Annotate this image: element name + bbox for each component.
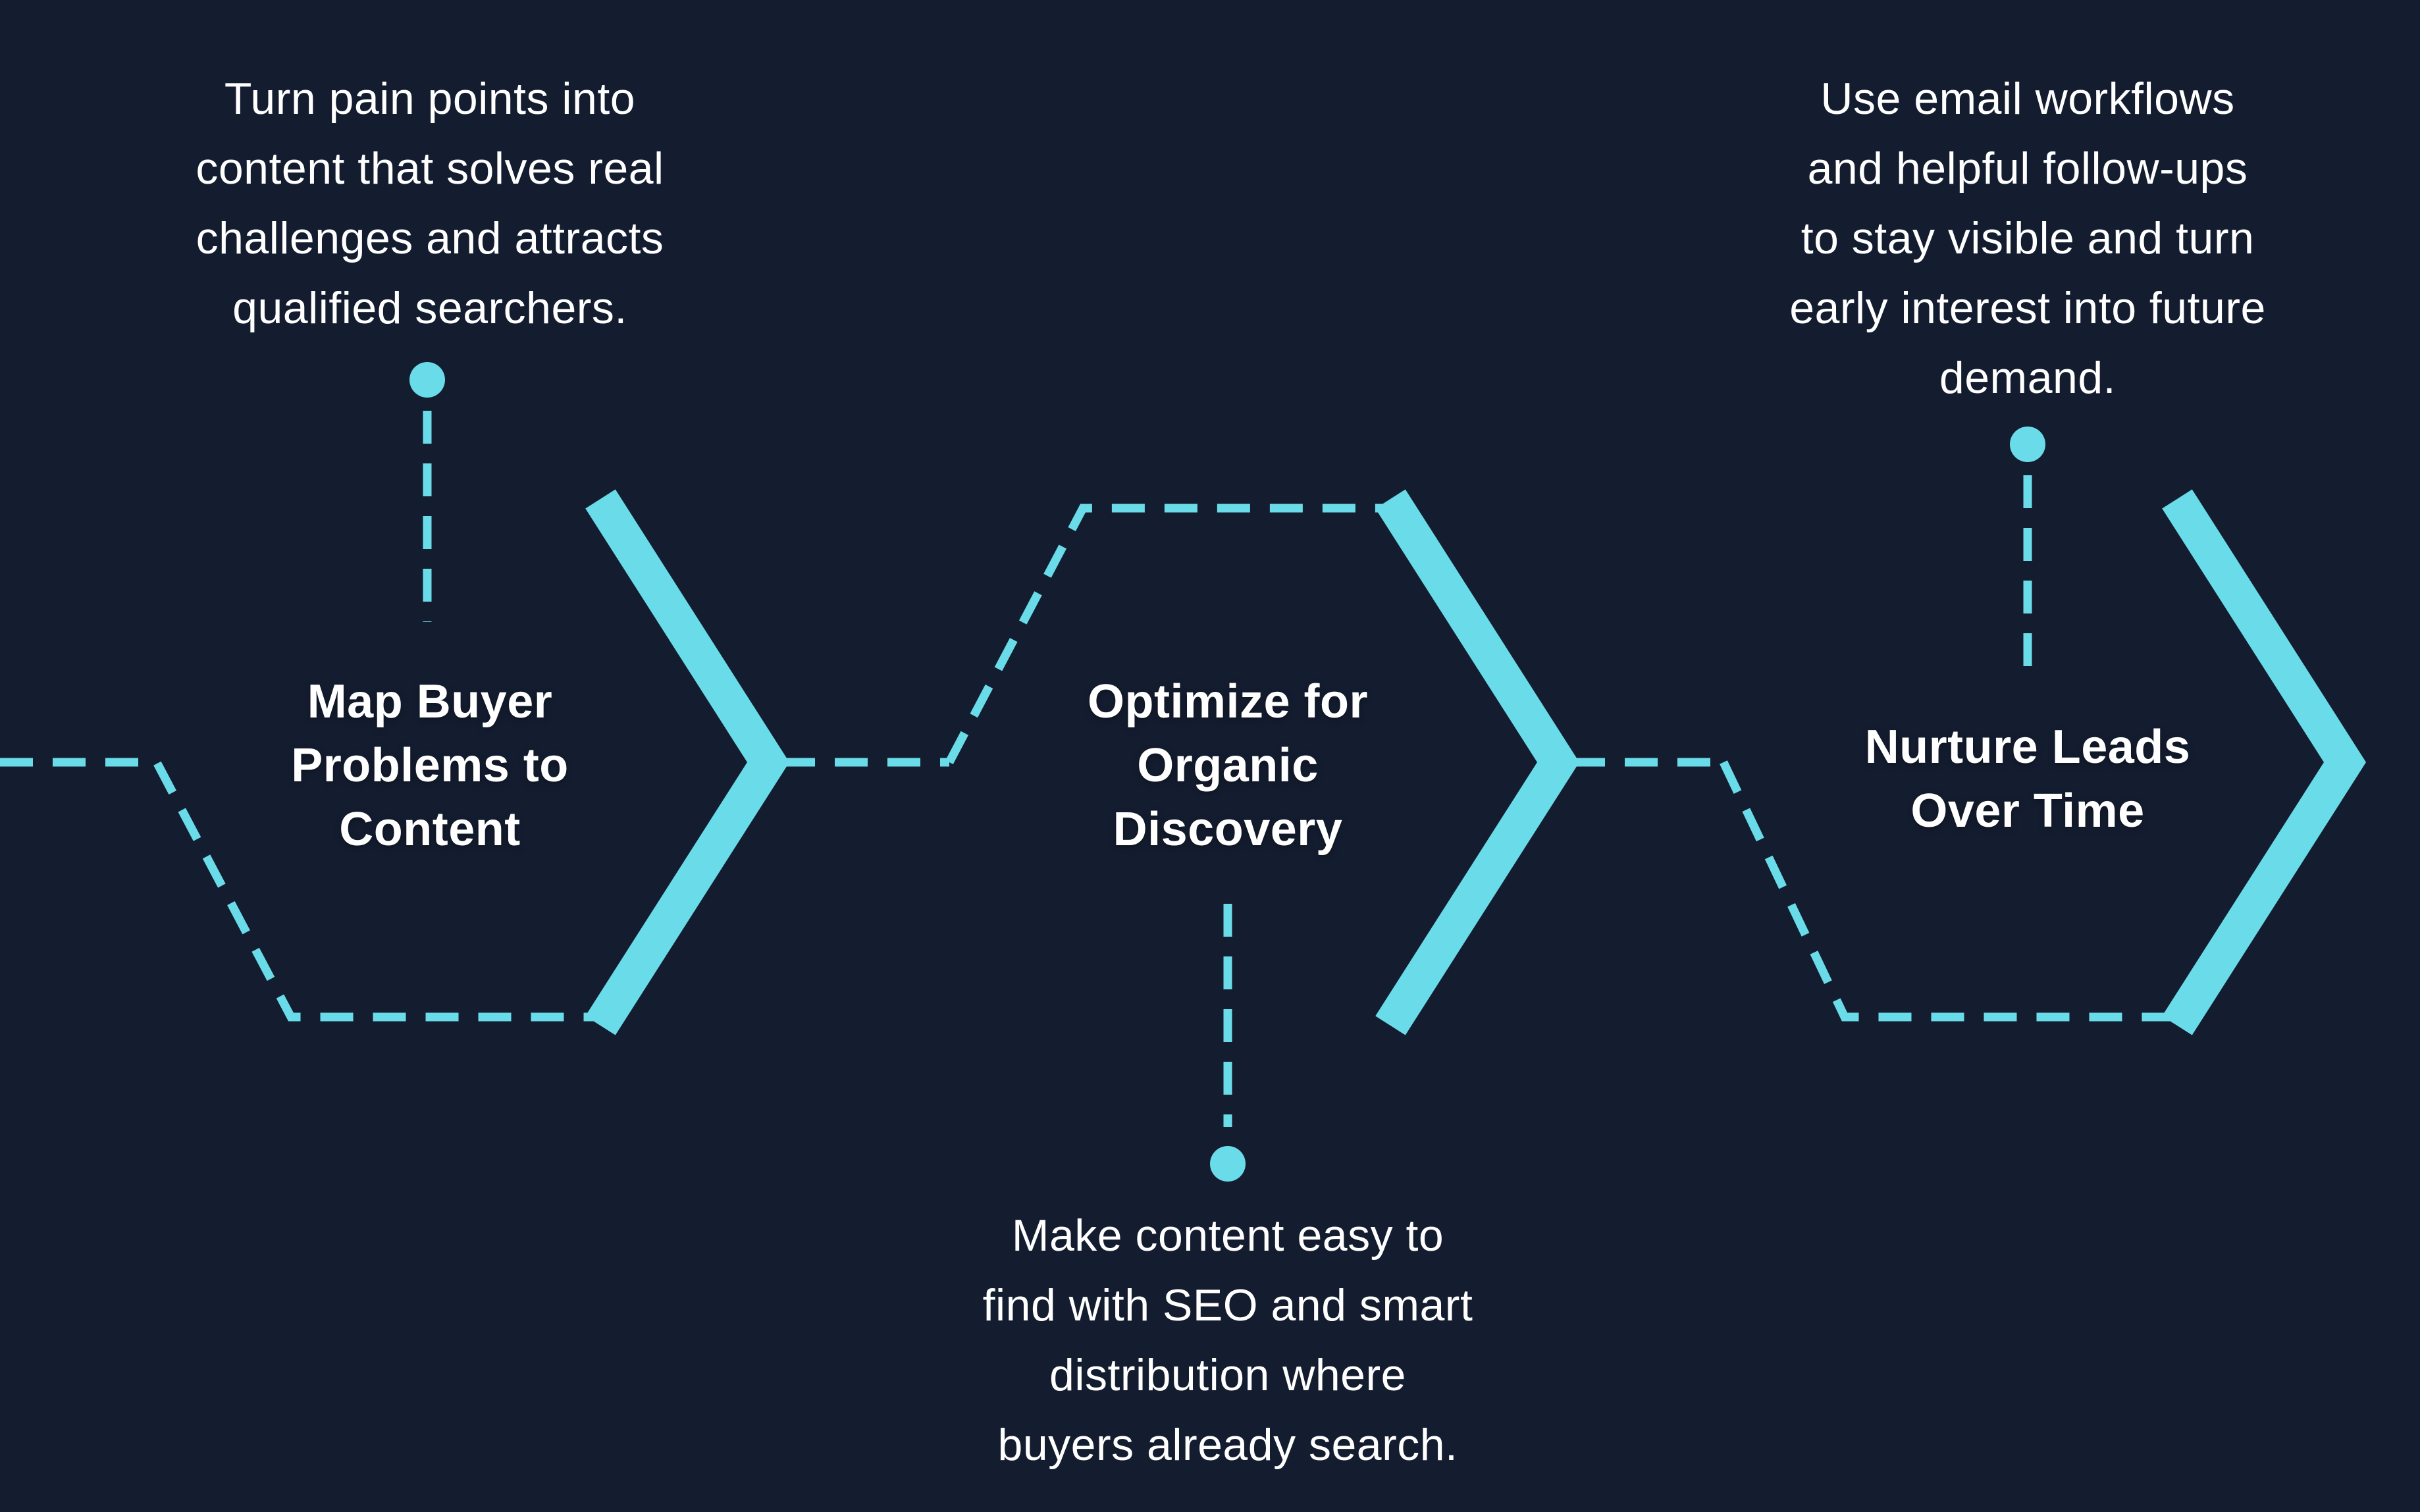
step-2-connector-dot [1210,1146,1246,1182]
step-3-connector-dot [2010,427,2045,462]
step-2-title-line: Optimize for [1087,675,1368,728]
step-2-hexagon-outline [945,504,1409,765]
step-1-chevron-icon [585,489,790,1035]
step-3-description-line: Use email workflows [1820,74,2235,124]
step-3-hexagon-outline [1720,760,2196,1022]
step-1-title-line: Map Buyer [307,675,553,728]
step-3-title: Nurture Leads Over Time [1764,716,2291,843]
step-3-description-line: early interest into future [1789,283,2266,333]
step-1-description-line: Turn pain points into [224,74,636,124]
step-2-description-line: Make content easy to [1011,1211,1444,1261]
step-2-description-line: buyers already search. [997,1420,1458,1470]
step-3-description-line: to stay visible and turn [1801,213,2255,263]
step-1-title-line: Content [339,803,521,856]
step-2-title: Optimize for Organic Discovery [964,670,1491,862]
step-2-title-line: Discovery [1113,803,1343,856]
step-2-chevron-icon [1375,489,1580,1035]
step-3-title-line: Nurture Leads [1864,721,2191,773]
step-3-title-line: Over Time [1910,785,2145,837]
step-2-description-line: find with SEO and smart [982,1280,1473,1330]
step-2-title-line: Organic [1137,739,1319,792]
step-1-title: Map Buyer Problems to Content [167,670,693,862]
step-2-description-line: distribution where [1049,1350,1406,1400]
step-3-description: Use email workflows and helpful follow-u… [1659,64,2396,413]
step-3-description-line: and helpful follow-ups [1807,143,2248,194]
step-1-description-line: qualified searchers. [232,283,627,333]
step-1-connector-dot [409,362,445,398]
step-1-description: Turn pain points into content that solve… [68,64,792,343]
step-1-description-line: challenges and attracts [196,213,664,263]
step-1-title-line: Problems to [291,739,569,792]
step-2-description: Make content easy to find with SEO and s… [866,1201,1590,1480]
step-1-description-line: content that solves real [196,143,664,194]
step-1-hexagon-outline [0,758,619,1022]
step-3-chevron-icon [2162,489,2367,1035]
step-3-description-line: demand. [1939,353,2117,403]
